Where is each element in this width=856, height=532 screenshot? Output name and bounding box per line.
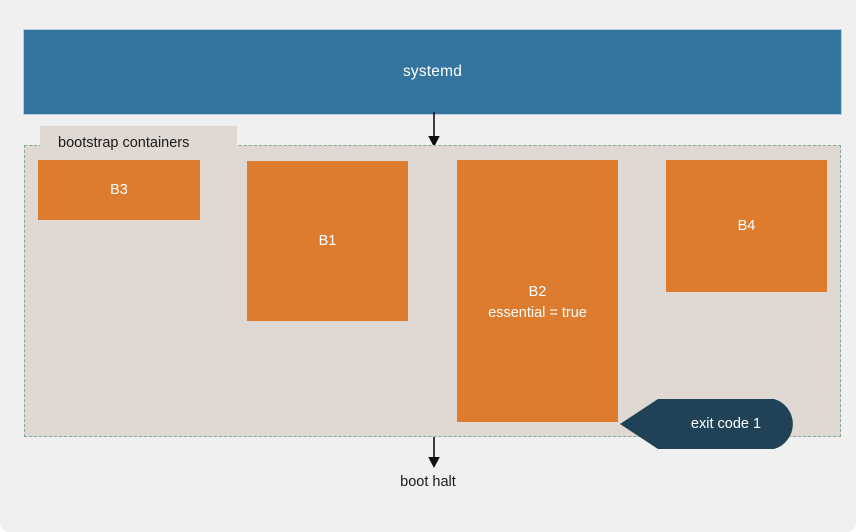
container-node-b2[interactable]: B2 essential = true xyxy=(457,160,618,422)
container-node-b4-label: B4 xyxy=(737,217,756,234)
container-node-b3-label: B3 xyxy=(110,181,128,198)
connector-group-to-boot-halt xyxy=(428,437,440,468)
systemd-node-label: systemd xyxy=(402,63,463,80)
container-node-b2-label: B2 essential = true xyxy=(488,284,587,321)
exit-code-callout-shape xyxy=(620,399,793,449)
systemd-node[interactable]: systemd xyxy=(24,30,841,114)
container-node-b1-label: B1 xyxy=(318,232,337,249)
container-node-b3[interactable]: B3 xyxy=(38,160,200,220)
boot-halt-label: boot halt xyxy=(400,474,456,490)
connector-systemd-to-group xyxy=(428,112,440,147)
container-node-b4[interactable]: B4 xyxy=(666,160,827,292)
bootstrap-containers-group-label: bootstrap containers xyxy=(58,135,190,151)
bootstrap-containers-group-tab: bootstrap containers xyxy=(40,126,237,160)
container-node-b1[interactable]: B1 xyxy=(247,161,408,321)
exit-code-callout[interactable]: exit code 1 xyxy=(618,397,802,451)
